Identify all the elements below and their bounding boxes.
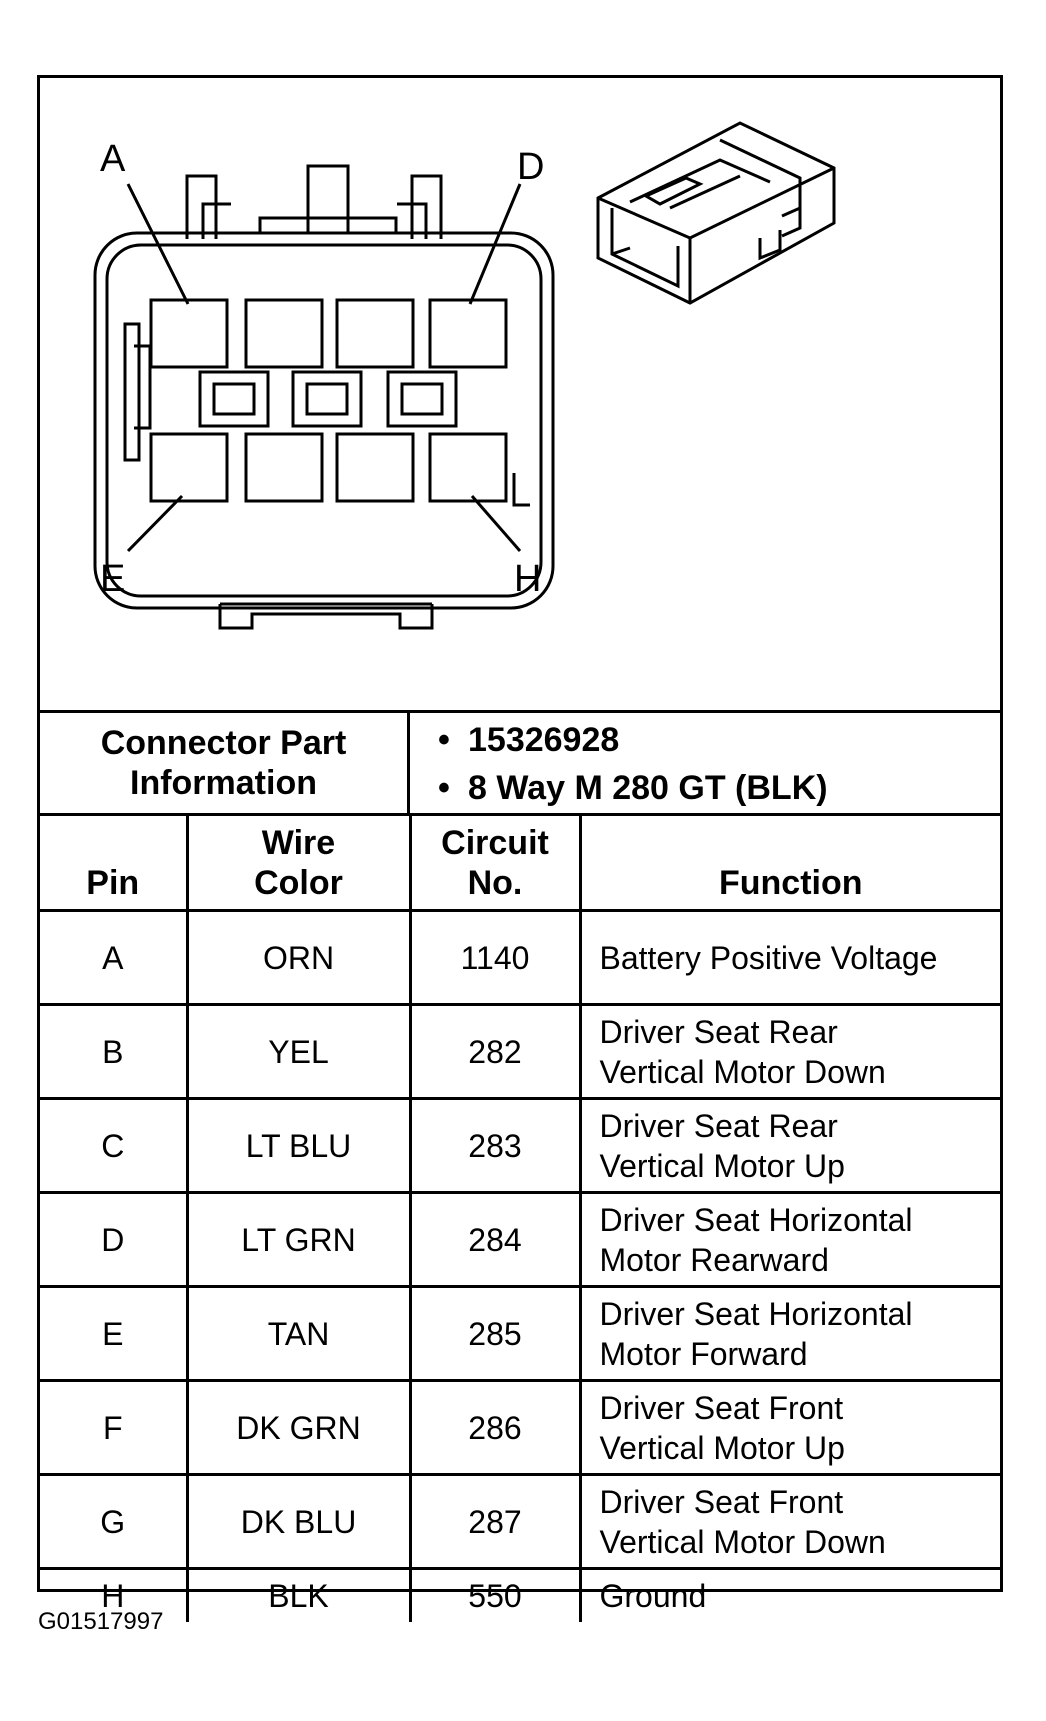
connector-info-label: Connector Part Information bbox=[40, 713, 410, 813]
function-cell: Battery Positive Voltage bbox=[578, 909, 1000, 1006]
pin-cell: G bbox=[40, 1473, 189, 1570]
wire-color-cell: ORN bbox=[185, 909, 412, 1006]
polarizing-hook bbox=[512, 473, 530, 507]
wire-color-cell: LT BLU bbox=[185, 1097, 412, 1194]
wire-color-cell: TAN bbox=[185, 1285, 412, 1382]
circuit-cell: 282 bbox=[408, 1003, 582, 1100]
figure-id: G01517997 bbox=[38, 1608, 164, 1635]
bottom-tab bbox=[218, 604, 434, 630]
leader-e bbox=[126, 494, 184, 553]
header-circuit-no: Circuit No. bbox=[408, 813, 582, 912]
lock-window-1 bbox=[198, 370, 270, 428]
circuit-cell: 550 bbox=[408, 1567, 582, 1622]
latch-left-inner bbox=[201, 202, 231, 239]
cavity-h bbox=[428, 432, 508, 503]
housing-inner bbox=[105, 243, 543, 598]
header-function: Function bbox=[578, 813, 1000, 912]
side-key-left bbox=[134, 344, 152, 430]
circuit-cell: 284 bbox=[408, 1191, 582, 1288]
latch-center-base bbox=[258, 216, 398, 233]
cavity-d bbox=[428, 298, 508, 369]
function-cell: Ground bbox=[578, 1567, 1000, 1622]
circuit-cell: 286 bbox=[408, 1379, 582, 1476]
table-row: H BLK 550 Ground bbox=[40, 1567, 1000, 1622]
side-rail-left bbox=[123, 322, 141, 462]
wire-color-cell: LT GRN bbox=[185, 1191, 412, 1288]
pin-cell: H bbox=[40, 1567, 189, 1622]
pin-cell: C bbox=[40, 1097, 189, 1194]
cavity-g bbox=[335, 432, 415, 503]
cavity-a bbox=[149, 298, 229, 369]
table-row: A ORN 1140 Battery Positive Voltage bbox=[40, 909, 1000, 1006]
latch-right bbox=[410, 174, 443, 239]
pin-cell: A bbox=[40, 909, 189, 1006]
connector-info-list: 15326928 8 Way M 280 GT (BLK) bbox=[410, 713, 1000, 813]
connector-sheet: A D E H Connector Part Information 15326… bbox=[37, 75, 1003, 1622]
lock-window-2 bbox=[291, 370, 363, 428]
pinout-table: Pin Wire Color Circuit No. Function A OR… bbox=[40, 813, 1000, 1622]
connector-iso-view bbox=[596, 121, 836, 305]
table-header-row: Pin Wire Color Circuit No. Function bbox=[40, 813, 1000, 912]
connector-part-info: Connector Part Information 15326928 8 Wa… bbox=[40, 710, 1000, 816]
cavity-c bbox=[335, 298, 415, 369]
housing-outer bbox=[93, 231, 555, 610]
pin-cell: F bbox=[40, 1379, 189, 1476]
circuit-cell: 283 bbox=[408, 1097, 582, 1194]
part-number: 15326928 bbox=[438, 721, 619, 760]
cavity-f bbox=[244, 432, 324, 503]
connector-face-drawing bbox=[93, 121, 836, 630]
wire-color-cell: YEL bbox=[185, 1003, 412, 1100]
leader-a bbox=[126, 183, 190, 305]
pin-label-e: E bbox=[100, 558, 126, 600]
pin-label-h: H bbox=[514, 558, 542, 600]
leader-h bbox=[470, 495, 522, 552]
circuit-cell: 1140 bbox=[408, 909, 582, 1006]
pin-cell: D bbox=[40, 1191, 189, 1288]
latch-left bbox=[185, 174, 218, 239]
pin-cell: E bbox=[40, 1285, 189, 1382]
lock-window-3 bbox=[386, 370, 458, 428]
header-pin: Pin bbox=[40, 813, 189, 912]
connector-description: 8 Way M 280 GT (BLK) bbox=[438, 769, 828, 808]
pin-label-d: D bbox=[517, 146, 545, 188]
circuit-cell: 287 bbox=[408, 1473, 582, 1570]
cavity-b bbox=[244, 298, 324, 369]
wire-color-cell: BLK bbox=[185, 1567, 412, 1622]
wire-color-cell: DK GRN bbox=[185, 1379, 412, 1476]
wire-color-cell: DK BLU bbox=[185, 1473, 412, 1570]
header-wire-color: Wire Color bbox=[185, 813, 412, 912]
pin-cell: B bbox=[40, 1003, 189, 1100]
latch-center bbox=[306, 164, 350, 233]
circuit-cell: 285 bbox=[408, 1285, 582, 1382]
latch-right-inner bbox=[397, 202, 428, 239]
cavity-e bbox=[149, 432, 229, 503]
connector-figure: A D E H bbox=[40, 78, 1000, 710]
pin-label-a: A bbox=[100, 138, 126, 180]
leader-d bbox=[468, 183, 522, 305]
